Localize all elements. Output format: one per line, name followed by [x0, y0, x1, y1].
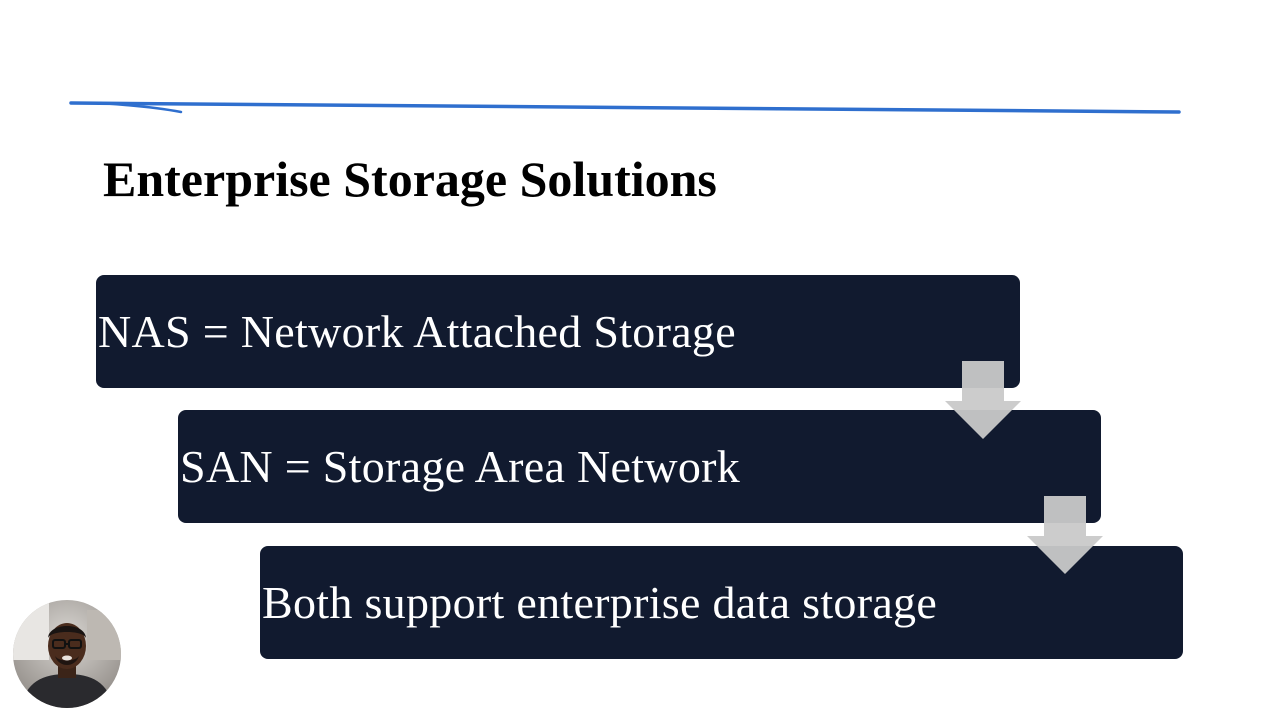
process-step-label: Both support enterprise data storage: [262, 577, 938, 628]
process-step-san: SAN = Storage Area Network: [178, 410, 1101, 523]
process-step-label: NAS = Network Attached Storage: [98, 306, 736, 357]
presenter-webcam: [13, 600, 121, 708]
process-step-nas: NAS = Network Attached Storage: [96, 275, 1020, 388]
process-step-summary: Both support enterprise data storage: [260, 546, 1183, 659]
down-arrow-icon: [945, 361, 1021, 439]
process-step-label: SAN = Storage Area Network: [180, 441, 741, 492]
presenter-avatar: [13, 600, 121, 708]
slide-title: Enterprise Storage Solutions: [103, 151, 717, 207]
header-rule: [69, 101, 1181, 114]
down-arrow-icon: [1027, 496, 1103, 574]
